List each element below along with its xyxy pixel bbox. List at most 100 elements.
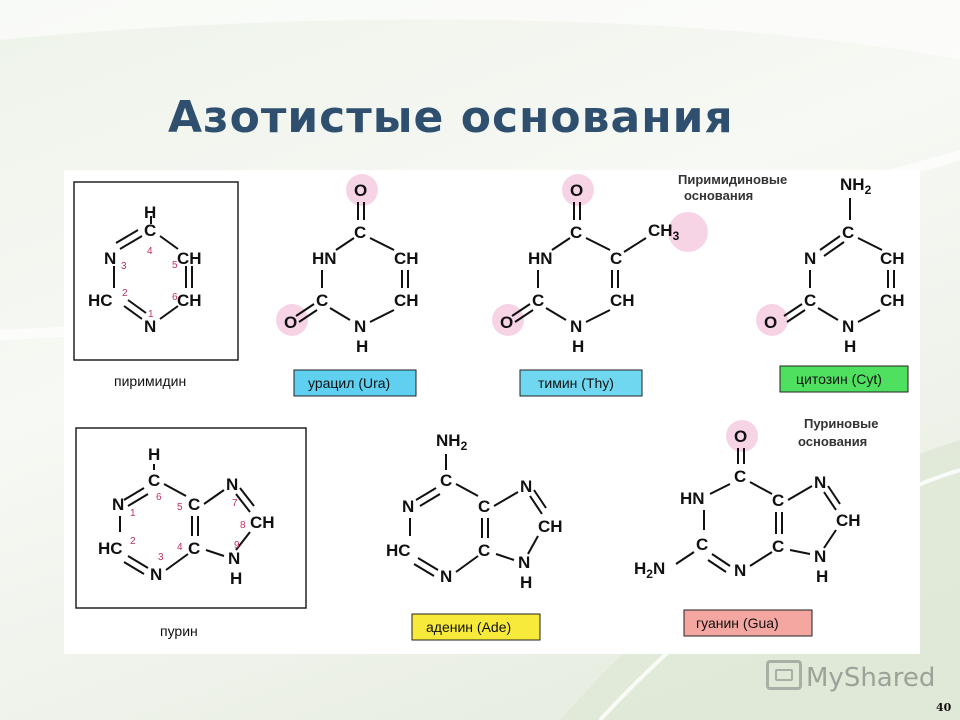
atom-n: N [570, 317, 582, 336]
ring-number: 1 [130, 508, 136, 519]
nitrogen-bases-figure: H C CH CH N HC N 4 5 6 1 2 3 пиримидин O… [64, 170, 920, 654]
caption-guanine: гуанин (Gua) [696, 615, 779, 631]
atom-n: N [804, 249, 816, 268]
atom-c: C [842, 223, 854, 242]
atom-hn: HN [528, 249, 553, 268]
atom-o: O [734, 427, 747, 446]
structures-svg: H C CH CH N HC N 4 5 6 1 2 3 пиримидин O… [73, 172, 909, 641]
atom-c: C [188, 539, 200, 558]
atom-ch: CH [538, 517, 563, 536]
atom-ch3: CH3 [648, 221, 680, 243]
ring-number: 6 [172, 292, 178, 303]
atom-c: C [772, 491, 784, 510]
atom-h: H [230, 569, 242, 588]
atom-o: O [284, 313, 297, 332]
caption-pyrimidine: пиримидин [114, 373, 186, 389]
atom-o: O [354, 181, 367, 200]
atom-ch: CH [880, 249, 905, 268]
page-number: 40 [936, 701, 952, 714]
ring-number: 5 [172, 260, 178, 271]
atom-h: H [144, 203, 156, 222]
ring-number: 2 [130, 536, 136, 547]
atom-c: C [734, 467, 746, 486]
ring-number: 6 [156, 492, 162, 503]
atom-h: H [816, 567, 828, 586]
ring-number: 5 [177, 502, 183, 513]
atom-c: C [144, 221, 156, 240]
atom-hc: HC [386, 541, 411, 560]
group-label-pyrimidines: основания [684, 188, 753, 203]
atom-c: C [570, 223, 582, 242]
ring-number: 3 [121, 261, 127, 272]
atom-o: O [500, 313, 513, 332]
ring-number: 7 [232, 498, 238, 509]
ring-number: 2 [122, 288, 128, 299]
atom-ch: CH [177, 291, 202, 310]
atom-hn: HN [312, 249, 337, 268]
atom-n: N [354, 317, 366, 336]
atom-n: N [518, 553, 530, 572]
ring-number: 8 [240, 520, 246, 531]
atom-hn: HN [680, 489, 705, 508]
caption-box-cytosine [779, 365, 909, 393]
atom-c: C [316, 291, 328, 310]
atom-nh2: NH2 [436, 431, 468, 453]
purine-box [75, 427, 307, 609]
atom-ch: CH [394, 291, 419, 310]
atom-c: C [354, 223, 366, 242]
atom-n: N [814, 547, 826, 566]
thymine-structure: O C C CH3 CH N H C O HN тимин (Thy) [492, 174, 708, 397]
atom-h: H [844, 337, 856, 356]
atom-c: C [440, 471, 452, 490]
ring-number: 3 [158, 552, 164, 563]
group-label-purines: Пуриновые [804, 416, 878, 431]
caption-box-adenine [411, 613, 541, 641]
atom-n: N [144, 317, 156, 336]
cytosine-structure: NH2 C CH CH N H C O N цитозин (Cyt) [756, 175, 909, 393]
atom-n: N [814, 473, 826, 492]
presentation-icon [766, 660, 802, 690]
caption-thymine: тимин (Thy) [538, 375, 614, 391]
atom-o: O [570, 181, 583, 200]
caption-adenine: аденин (Ade) [426, 619, 511, 635]
atom-nh2: NH2 [840, 175, 872, 197]
atom-ch: CH [177, 249, 202, 268]
atom-ch: CH [880, 291, 905, 310]
purine-structure: H C N HC N C C N CH N H 6 5 4 3 2 1 7 8 … [75, 427, 307, 639]
atom-n: N [402, 497, 414, 516]
adenine-structure: NH2 C N HC N C C N CH N H аденин (Ade) [386, 431, 563, 641]
atom-n: N [228, 549, 240, 568]
atom-n: N [734, 561, 746, 580]
atom-ch: CH [394, 249, 419, 268]
atom-n: N [150, 565, 162, 584]
caption-box-uracil [293, 369, 417, 397]
atom-ch: CH [836, 511, 861, 530]
atom-h: H [572, 337, 584, 356]
slide-title: Азотистые основания [168, 92, 734, 143]
atom-hc: HC [98, 539, 123, 558]
caption-purine: пурин [160, 623, 198, 639]
atom-n: N [842, 317, 854, 336]
atom-h: H [356, 337, 368, 356]
ring-number: 1 [148, 309, 154, 320]
atom-n: N [226, 475, 238, 494]
atom-ch: CH [250, 513, 275, 532]
atom-h: H [148, 445, 160, 464]
atom-c: C [696, 535, 708, 554]
pyrimidine-structure: H C CH CH N HC N 4 5 6 1 2 3 пиримидин [73, 181, 239, 389]
atom-c: C [478, 497, 490, 516]
caption-box-guanine [683, 609, 813, 637]
atom-n: N [104, 249, 116, 268]
myshared-logo[interactable]: MyShared [766, 660, 935, 693]
atom-h: H [520, 573, 532, 592]
group-label-purines: основания [798, 434, 867, 449]
atom-h2n: H2N [634, 559, 665, 581]
atom-c: C [532, 291, 544, 310]
group-label-pyrimidines: Пиримидиновые [678, 172, 787, 187]
caption-cytosine: цитозин (Cyt) [796, 371, 882, 387]
atom-n: N [520, 477, 532, 496]
atom-ch: CH [610, 291, 635, 310]
atom-c: C [188, 495, 200, 514]
atom-c: C [804, 291, 816, 310]
atom-n: N [440, 567, 452, 586]
